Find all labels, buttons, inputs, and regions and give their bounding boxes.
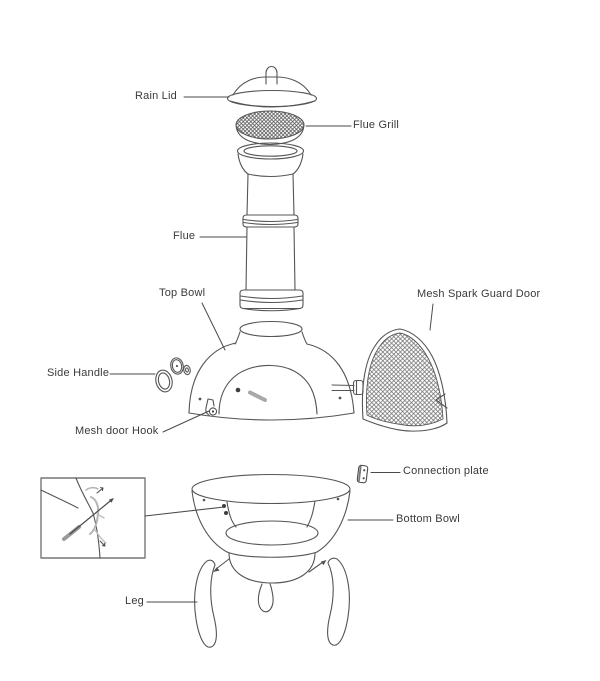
rain-lid-drawing — [226, 65, 318, 108]
side-handle-drawing — [155, 357, 191, 393]
label-side-handle: Side Handle — [47, 367, 110, 379]
inset-detail-box — [40, 477, 225, 559]
label-bottom-bowl: Bottom Bowl — [396, 513, 460, 525]
base-ring-drawing — [228, 552, 316, 584]
leader-lines — [109, 96, 434, 603]
bottom-bowl-drawing — [191, 473, 351, 558]
mesh-door-hook-drawing — [205, 398, 218, 416]
label-leg: Leg — [125, 595, 144, 607]
door-hinge-rod-drawing — [331, 379, 364, 396]
mesh-spark-guard-door-drawing — [361, 328, 448, 432]
connection-plate-drawing — [356, 464, 369, 484]
flue-drawing — [236, 142, 305, 312]
label-top-bowl: Top Bowl — [159, 287, 206, 299]
legs-drawing — [194, 557, 350, 648]
label-rain-lid: Rain Lid — [135, 90, 177, 102]
flue-grill-drawing — [235, 110, 305, 146]
top-bowl-drawing — [188, 320, 355, 421]
label-mesh-door-hook: Mesh door Hook — [75, 425, 159, 437]
label-flue: Flue — [173, 230, 196, 242]
label-connection-plate: Connection plate — [403, 465, 489, 477]
label-mesh-spark-guard-door: Mesh Spark Guard Door — [417, 288, 541, 300]
label-flue-grill: Flue Grill — [353, 119, 400, 131]
